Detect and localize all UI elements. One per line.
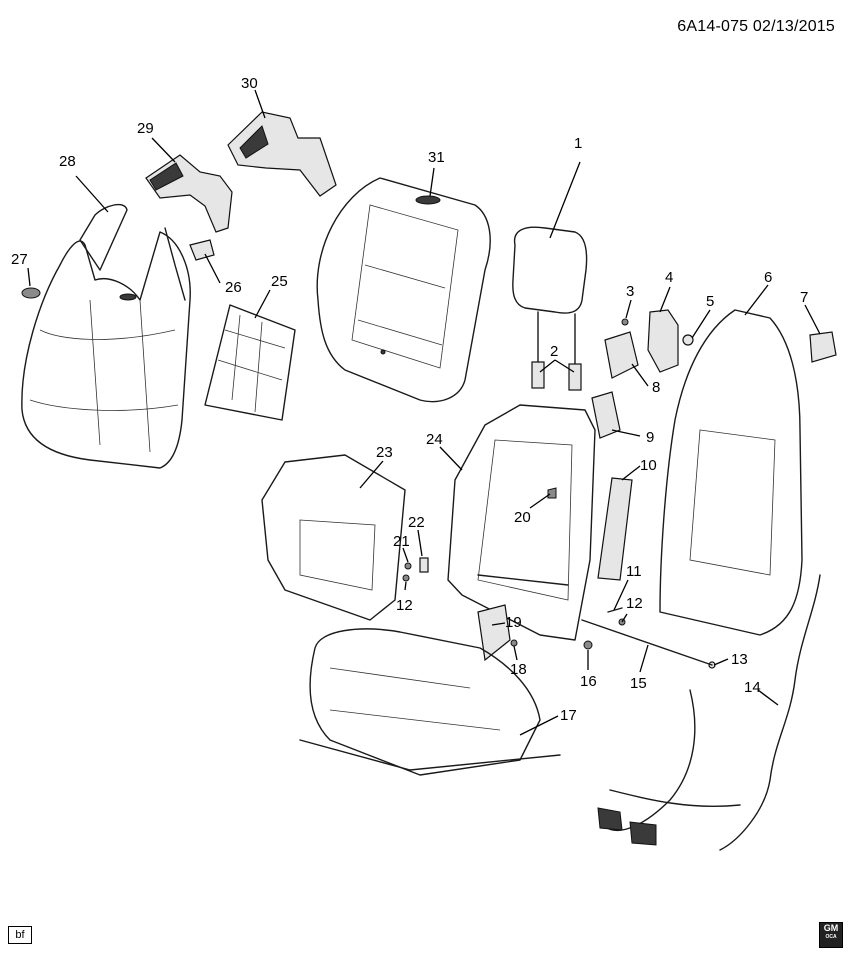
part-12-bolt-lower — [402, 574, 410, 582]
callout-10: 10 — [640, 457, 657, 474]
part-28-seatback-cover — [21, 203, 191, 469]
part-6-seatback-panel — [659, 309, 803, 636]
part-16-nut — [583, 640, 593, 650]
part-14-wire-harness — [597, 574, 821, 851]
callout-18: 18 — [510, 661, 527, 678]
callout-4: 4 — [665, 269, 673, 286]
part-29-bezel — [145, 154, 233, 233]
part-17-seat-adjuster-assembly — [299, 628, 561, 776]
callout-27: 27 — [11, 251, 28, 268]
callout-11: 11 — [626, 563, 642, 580]
part-20-clip — [547, 487, 557, 499]
part-18-screw — [510, 639, 518, 647]
callout-28: 28 — [59, 153, 76, 170]
part-7-cap — [809, 331, 837, 363]
callout-21: 21 — [393, 533, 410, 550]
callout-7: 7 — [800, 289, 808, 306]
callout-24: 24 — [426, 431, 443, 448]
callout-31: 31 — [428, 149, 445, 166]
callout-6: 6 — [764, 269, 772, 286]
part-3-nut — [621, 318, 629, 326]
callout-8: 8 — [652, 379, 660, 396]
callout-29: 29 — [137, 120, 154, 137]
callout-20: 20 — [514, 509, 531, 526]
callout-13: 13 — [731, 651, 748, 668]
leader-lines — [27, 89, 821, 736]
callout-25: 25 — [271, 273, 288, 290]
part-8-bracket — [604, 331, 639, 379]
part-25-heater-mat — [204, 304, 296, 421]
callout-9: 9 — [646, 429, 654, 446]
callout-14: 14 — [744, 679, 761, 696]
callout-26: 26 — [225, 279, 242, 296]
part-23-seat-pan — [261, 454, 406, 621]
part-15-rod — [581, 619, 713, 666]
part-9-bracket — [591, 391, 621, 439]
footer-tag: bf — [8, 926, 32, 944]
callout-23: 23 — [376, 444, 393, 461]
callout-19: 19 — [505, 614, 522, 631]
callout-22: 22 — [408, 514, 425, 531]
callout-16: 16 — [580, 673, 597, 690]
callout-3: 3 — [626, 283, 634, 300]
part-11-bolt — [607, 607, 623, 613]
part-10-lumbar-support — [597, 477, 633, 581]
diagram-reference-code: 6A14-075 02/13/2015 — [677, 18, 835, 35]
part-30-bezel — [227, 111, 337, 197]
callout-2: 2 — [550, 343, 558, 360]
part-4-recliner-cover — [647, 309, 679, 373]
part-24-seatback-frame — [447, 404, 596, 641]
gm-logo: GM OCA — [819, 922, 843, 948]
callout-17: 17 — [560, 707, 577, 724]
part-27-clip — [21, 287, 41, 299]
part-22-stud — [419, 557, 429, 573]
callout-12-lower: 12 — [396, 597, 413, 614]
callout-1: 1 — [574, 135, 582, 152]
callout-labels: 1 2 3 4 5 6 7 8 9 10 11 12 13 14 15 16 1… — [11, 75, 808, 724]
part-31-seatback-cushion — [316, 177, 491, 403]
part-2-headrest-guides — [531, 361, 582, 391]
callout-30: 30 — [241, 75, 258, 92]
callout-5: 5 — [706, 293, 714, 310]
part-5-knob — [682, 334, 694, 346]
part-21-bolt — [404, 562, 412, 570]
part-19-motor — [477, 604, 511, 662]
gm-logo-sub: OCA — [825, 934, 837, 940]
part-26-trim-clip — [189, 239, 215, 261]
callout-15: 15 — [630, 675, 647, 692]
gm-logo-text: GM — [823, 923, 839, 933]
callout-12-upper: 12 — [626, 595, 643, 612]
